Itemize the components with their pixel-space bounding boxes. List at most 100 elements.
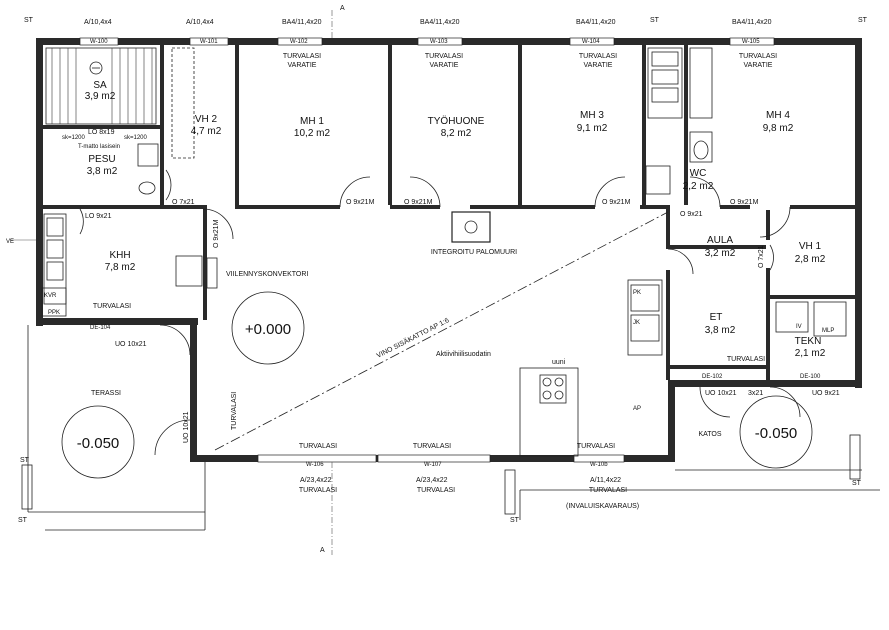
uuni-label: uuni: [552, 359, 566, 366]
st-label-1: ST: [24, 17, 34, 24]
door-3x21: 3x21: [748, 390, 763, 397]
room-tekn-name: TEKN: [795, 336, 822, 347]
iv-label: IV: [796, 324, 802, 330]
st-label-6: ST: [510, 517, 520, 524]
turvalasi-b4: TURVALASI: [299, 487, 337, 494]
t-matto-note: T-matto lasisein: [78, 144, 120, 150]
dim-bottom-1: A/23,4x22: [300, 477, 332, 484]
st-label-3: ST: [858, 17, 868, 24]
st-label-7: ST: [18, 517, 28, 524]
sk-1200-a: sk=1200: [62, 135, 86, 141]
turvalasi-tyo: TURVALASI: [425, 53, 463, 60]
dim-top-5: BA4/11,4x20: [576, 19, 616, 26]
room-aula-name: AULA: [707, 235, 733, 246]
turvalasi-mh1: TURVALASI: [283, 53, 321, 60]
room-sa-name: SA: [93, 80, 107, 91]
varatie-mh1: VARATIE: [288, 62, 317, 69]
turvalasi-mh4: TURVALASI: [739, 53, 777, 60]
room-mh3-name: MH 3: [580, 110, 604, 121]
level-main: +0.000: [245, 321, 291, 338]
ppk-label: PPK: [48, 310, 60, 316]
varatie-mh3: VARATIE: [584, 62, 613, 69]
window-tag-5: W-104: [582, 39, 600, 45]
turvalasi-b3: TURVALASI: [577, 443, 615, 450]
door-o9x21m-e: O 9x21M: [213, 219, 220, 248]
wardrobes: [43, 47, 713, 356]
mlp-label: MLP: [822, 328, 834, 334]
level-circle-terrace: [61, 405, 135, 479]
turvalasi-et: TURVALASI: [727, 356, 765, 363]
room-et-name: ET: [710, 312, 723, 323]
room-pesu-area: 3,8 m2: [87, 166, 118, 177]
door-o7x21b: O 7x21: [758, 245, 765, 268]
ap-label: AP: [633, 406, 641, 412]
turvalasi-b5: TURVALASI: [417, 487, 455, 494]
door-o9x21m-b: O 9x21M: [404, 199, 433, 206]
door-o7x21a: O 7x21: [172, 199, 195, 206]
dim-bottom-2: A/23,4x22: [416, 477, 448, 484]
sauna-benches: [45, 47, 157, 125]
turvalasi-mh3: TURVALASI: [579, 53, 617, 60]
door-uo10x21b: UO 10x21: [183, 411, 190, 443]
interior-walls: [43, 45, 855, 380]
room-wc-area: 2,2 m2: [683, 181, 714, 192]
room-pesu-name: PESU: [88, 154, 115, 165]
turvalasi-b1: TURVALASI: [299, 443, 337, 450]
window-tag-4: W-103: [430, 39, 448, 45]
door-lo9x21: LO 9x21: [85, 213, 112, 220]
palomuuri-label: INTEGROITU PALOMUURI: [431, 249, 517, 256]
room-aula-area: 3,2 m2: [705, 248, 736, 259]
door-lo8x19: LO 8x19: [88, 129, 115, 136]
room-vh2-area: 4,7 m2: [191, 126, 222, 137]
room-tyohuone-area: 8,2 m2: [441, 128, 472, 139]
turvalasi-b2: TURVALASI: [413, 443, 451, 450]
door-uo10x21c: UO 10x21: [705, 390, 737, 397]
door-uo9x21: UO 9x21: [812, 390, 840, 397]
jk-label: JK: [633, 320, 640, 326]
room-et-area: 3,8 m2: [705, 325, 736, 336]
door-o9x21m-d: O 9x21M: [730, 199, 759, 206]
de102-label: DE-102: [702, 374, 723, 380]
section-mark-bottom: A: [320, 547, 325, 554]
turvalasi-side: TURVALASI: [231, 392, 238, 430]
aktiivi-label: Aktiivihiilisuodatin: [436, 351, 491, 358]
window-tag-b3: W-10b: [590, 462, 608, 468]
room-mh3-area: 9,1 m2: [577, 123, 608, 134]
door-o9x21m-a: O 9x21M: [346, 199, 375, 206]
level-katos: -0.050: [755, 425, 798, 442]
room-sa-area: 3,9 m2: [85, 91, 116, 102]
pk-label: PK: [633, 290, 641, 296]
fireplace: [451, 211, 491, 243]
sloped-ceiling-line: [214, 211, 669, 451]
top-windows: [79, 37, 775, 46]
dim-top-1: A/10,4x4: [84, 19, 112, 26]
door-uo10x21a: UO 10x21: [115, 341, 147, 348]
level-terrace: -0.050: [77, 435, 120, 452]
varatie-mh4: VARATIE: [744, 62, 773, 69]
tech-equipment: [41, 284, 847, 342]
room-tekn-area: 2,1 m2: [795, 348, 826, 359]
level-circle-katos: [739, 395, 813, 469]
door-o9x21: O 9x21: [680, 211, 703, 218]
window-tag-1: W-100: [90, 39, 108, 45]
room-mh4-name: MH 4: [766, 110, 790, 121]
viilennys-label: VIILENNYSKONVEKTORI: [226, 271, 308, 278]
window-tag-b2: W-107: [424, 462, 442, 468]
sk-1200-b: sk=1200: [124, 135, 148, 141]
turvalasi-khh: TURVALASI: [93, 303, 131, 310]
dim-bottom-3: A/11,4x22: [590, 477, 621, 484]
window-tag-2: W-101: [200, 39, 218, 45]
room-wc-name: WC: [690, 168, 707, 179]
terrace-outline: [21, 325, 880, 531]
dim-top-2: A/10,4x4: [186, 19, 214, 26]
dim-top-4: BA4/11,4x20: [420, 19, 460, 26]
grid-axes: [10, 10, 333, 555]
room-mh1-name: MH 1: [300, 116, 324, 127]
window-tag-3: W-102: [290, 39, 308, 45]
kvr-label: KVR: [44, 293, 57, 299]
room-terassi-name: TERASSI: [91, 390, 121, 397]
level-circle-main: [231, 291, 305, 365]
door-swings: [79, 169, 801, 456]
bottom-windows: [257, 454, 625, 463]
